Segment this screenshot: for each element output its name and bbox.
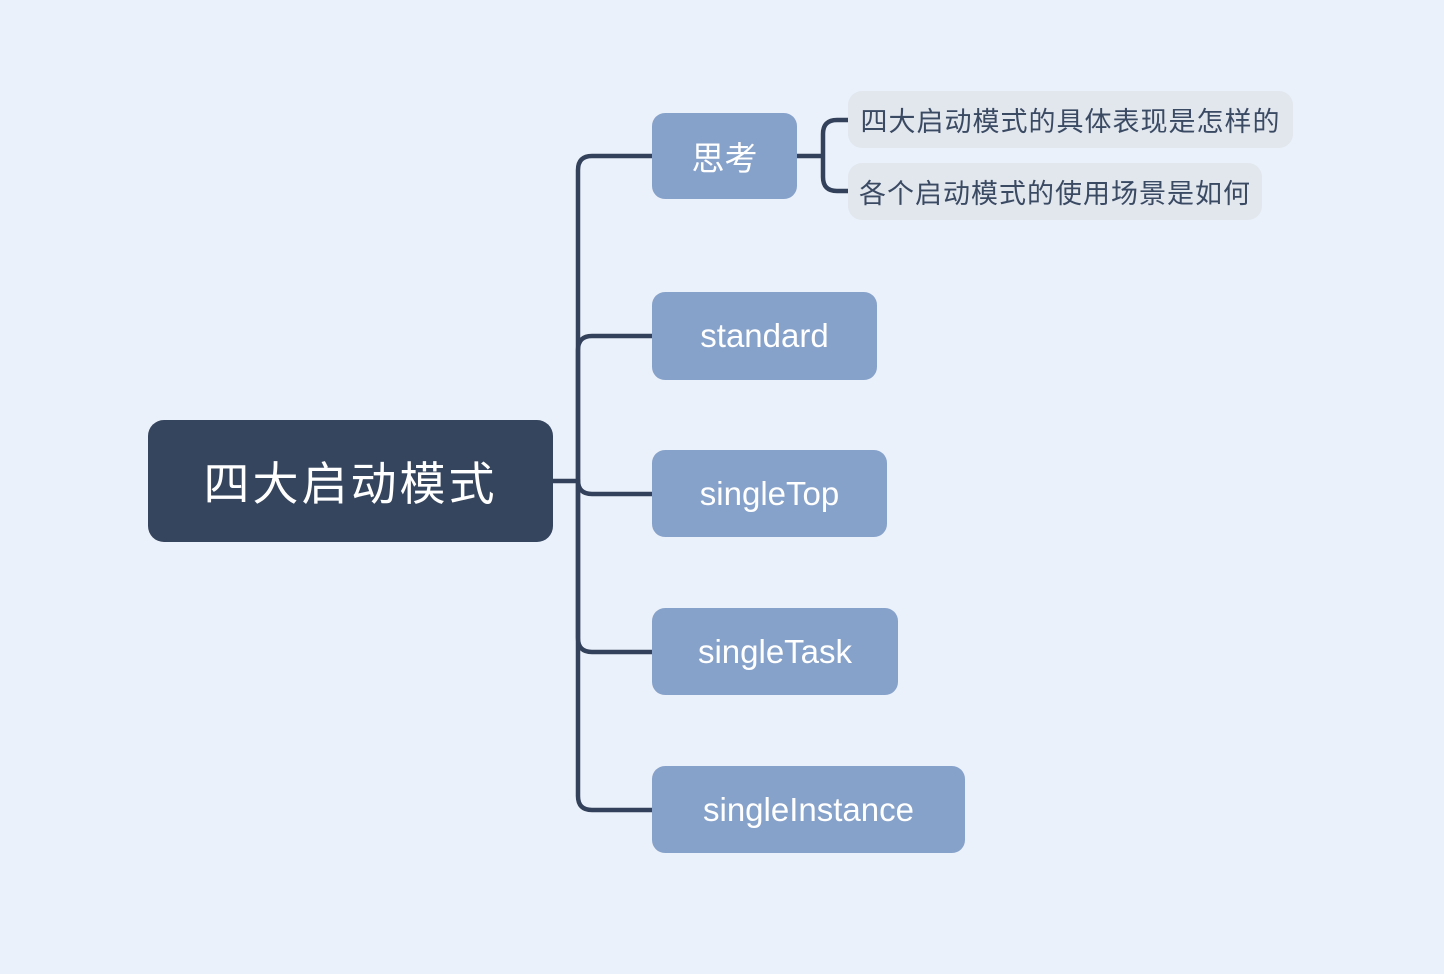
branch-node-label: singleTop xyxy=(699,474,840,512)
branch-node-label: 思考 xyxy=(691,140,758,177)
branch-node-standard[interactable]: standard xyxy=(652,292,877,380)
connector-thinking-to-leaf1 xyxy=(820,117,848,156)
branch-node-label: singleTask xyxy=(697,632,853,670)
connector-root-to-standard xyxy=(575,333,652,481)
connector-thinking-to-leaf2 xyxy=(820,156,848,194)
branch-node-singleinstance[interactable]: singleInstance xyxy=(652,766,965,853)
branch-node-singletask[interactable]: singleTask xyxy=(652,608,898,695)
leaf-node-label: 四大启动模式的具体表现是怎样的 xyxy=(860,107,1281,137)
leaf-node-behavior-question[interactable]: 四大启动模式的具体表现是怎样的 xyxy=(848,91,1293,148)
connector-root-to-singleinstance xyxy=(575,481,652,813)
connector-root-to-singletop xyxy=(575,477,652,497)
connector-root-to-singletask xyxy=(575,481,652,655)
leaf-node-usage-question[interactable]: 各个启动模式的使用场景是如何 xyxy=(848,163,1262,220)
root-node[interactable]: 四大启动模式 xyxy=(148,420,553,542)
connector-root-to-thinking xyxy=(575,153,652,481)
leaf-node-label: 各个启动模式的使用场景是如何 xyxy=(859,179,1251,209)
branch-node-singletop[interactable]: singleTop xyxy=(652,450,887,537)
branch-node-thinking[interactable]: 思考 xyxy=(652,113,797,199)
branch-node-label: standard xyxy=(700,317,829,354)
root-node-label: 四大启动模式 xyxy=(203,458,498,510)
branch-node-label: singleInstance xyxy=(703,790,914,828)
